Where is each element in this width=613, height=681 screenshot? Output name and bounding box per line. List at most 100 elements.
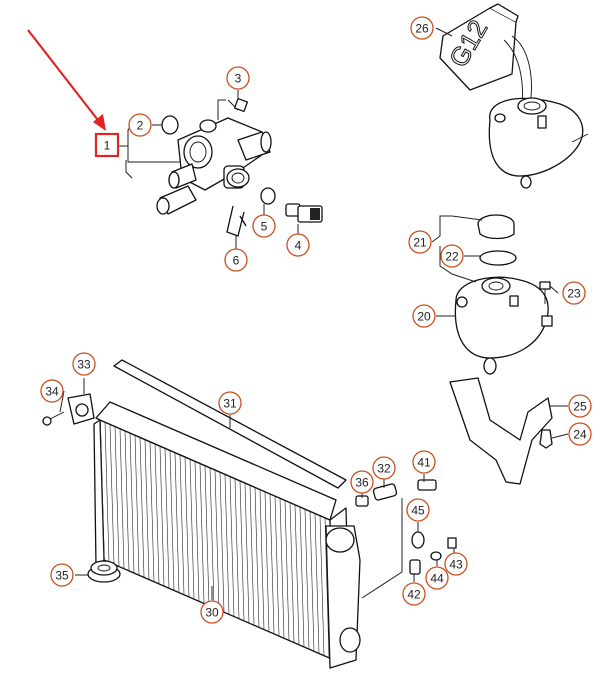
radiator-fin bbox=[179, 454, 185, 595]
fan-switch-41[interactable] bbox=[417, 479, 437, 491]
thermostat-housing[interactable] bbox=[156, 117, 272, 215]
grommet-35[interactable] bbox=[87, 560, 121, 583]
callout-number: 43 bbox=[449, 558, 463, 572]
callout-5[interactable]: 5 bbox=[252, 214, 276, 238]
callout-1[interactable]: 1 bbox=[104, 139, 111, 153]
callout-number: 34 bbox=[45, 385, 59, 399]
radiator-fin bbox=[244, 483, 250, 624]
radiator-fin bbox=[269, 493, 275, 634]
callout-42[interactable]: 42 bbox=[402, 582, 426, 606]
rubber-mount-33[interactable] bbox=[67, 393, 95, 425]
callout-number: 42 bbox=[407, 588, 421, 602]
coolant-bottle[interactable]: G12 bbox=[439, 3, 532, 105]
radiator[interactable] bbox=[93, 401, 351, 661]
radiator-fin bbox=[279, 498, 285, 639]
radiator-fin bbox=[154, 443, 160, 584]
callout-2[interactable]: 2 bbox=[128, 113, 152, 137]
callout-32[interactable]: 32 bbox=[372, 456, 396, 480]
callout-circle bbox=[406, 498, 430, 522]
radiator-fin bbox=[234, 478, 240, 619]
callout-circle bbox=[568, 394, 592, 418]
callout-number: 25 bbox=[573, 400, 587, 414]
callout-number: 26 bbox=[415, 22, 429, 36]
radiator-fin bbox=[289, 502, 295, 643]
callout-41[interactable]: 41 bbox=[412, 450, 436, 474]
callout-4[interactable]: 4 bbox=[286, 233, 310, 257]
callout-circle bbox=[224, 248, 248, 272]
callout-circle bbox=[226, 66, 250, 90]
clip-24[interactable] bbox=[539, 429, 553, 449]
callout-45[interactable]: 45 bbox=[406, 498, 430, 522]
callout-22[interactable]: 22 bbox=[440, 244, 464, 268]
callout-number: 32 bbox=[377, 462, 391, 476]
radiator-fin bbox=[209, 467, 215, 608]
callout-circle bbox=[350, 470, 374, 494]
callout-number: 6 bbox=[233, 254, 240, 268]
callout-number: 31 bbox=[223, 397, 237, 411]
callout-23[interactable]: 23 bbox=[562, 281, 586, 305]
tank-cap[interactable] bbox=[477, 214, 515, 240]
callout-circle bbox=[402, 582, 426, 606]
temperature-sensor-4[interactable] bbox=[285, 203, 323, 223]
callout-circle bbox=[440, 244, 464, 268]
callout-26[interactable]: 26 bbox=[410, 16, 434, 40]
callout-number: 1 bbox=[104, 139, 111, 153]
callout-36[interactable]: 36 bbox=[350, 470, 374, 494]
bleed-screw-43[interactable] bbox=[447, 537, 457, 549]
radiator-fin bbox=[139, 437, 145, 578]
sensor-32[interactable] bbox=[372, 483, 398, 501]
expansion-tank-upper[interactable] bbox=[488, 97, 589, 189]
seal-5[interactable] bbox=[260, 187, 276, 205]
plug-42[interactable] bbox=[409, 559, 421, 575]
callout-6[interactable]: 6 bbox=[224, 248, 248, 272]
callout-number: 41 bbox=[417, 456, 431, 470]
radiator-fin bbox=[119, 428, 125, 569]
radiator-fin bbox=[224, 474, 230, 615]
radiator-fin bbox=[299, 506, 305, 647]
radiator-fin bbox=[159, 446, 165, 587]
callout-33[interactable]: 33 bbox=[72, 352, 96, 376]
radiator-fin bbox=[284, 500, 290, 641]
radiator-fin bbox=[109, 424, 115, 565]
callout-31[interactable]: 31 bbox=[218, 391, 242, 415]
o-ring-2[interactable] bbox=[161, 115, 179, 135]
radiator-fin bbox=[189, 459, 195, 600]
callout-20[interactable]: 20 bbox=[412, 304, 436, 328]
radiator-fin bbox=[129, 433, 135, 574]
mounting-bracket[interactable] bbox=[449, 377, 553, 485]
callout-43[interactable]: 43 bbox=[444, 552, 468, 576]
seal-45[interactable] bbox=[411, 531, 425, 549]
callout-circle bbox=[410, 16, 434, 40]
callout-24[interactable]: 24 bbox=[568, 422, 592, 446]
retaining-clip-6[interactable] bbox=[226, 205, 247, 237]
callout-circle bbox=[444, 552, 468, 576]
o-ring-44[interactable] bbox=[430, 551, 442, 561]
expansion-tank-lower[interactable] bbox=[454, 276, 553, 375]
callout-34[interactable]: 34 bbox=[40, 379, 64, 403]
callout-circle bbox=[200, 600, 224, 624]
bolt-3[interactable] bbox=[227, 97, 249, 113]
callout-number: 35 bbox=[55, 569, 69, 583]
pointer-arrow bbox=[27, 29, 106, 131]
radiator-fin bbox=[254, 487, 260, 628]
callout-number: 45 bbox=[411, 504, 425, 518]
callout-30[interactable]: 30 bbox=[200, 600, 224, 624]
radiator-fin bbox=[259, 489, 265, 630]
callout-21[interactable]: 21 bbox=[408, 230, 432, 254]
radiator-fin bbox=[204, 465, 210, 606]
screw-34[interactable] bbox=[42, 411, 65, 426]
radiator-fin bbox=[219, 472, 225, 613]
cap-seal[interactable] bbox=[479, 250, 517, 266]
radiator-fin bbox=[144, 439, 150, 580]
screw-23[interactable] bbox=[539, 281, 551, 304]
callout-3[interactable]: 3 bbox=[226, 66, 250, 90]
callout-circle bbox=[412, 450, 436, 474]
radiator-fin bbox=[214, 469, 220, 611]
radiator-fin bbox=[194, 461, 200, 602]
radiator-outlet bbox=[339, 627, 361, 653]
callout-circle bbox=[252, 214, 276, 238]
callout-35[interactable]: 35 bbox=[50, 563, 74, 587]
callout-circle bbox=[218, 391, 242, 415]
callout-25[interactable]: 25 bbox=[568, 394, 592, 418]
callout-44[interactable]: 44 bbox=[425, 566, 449, 590]
